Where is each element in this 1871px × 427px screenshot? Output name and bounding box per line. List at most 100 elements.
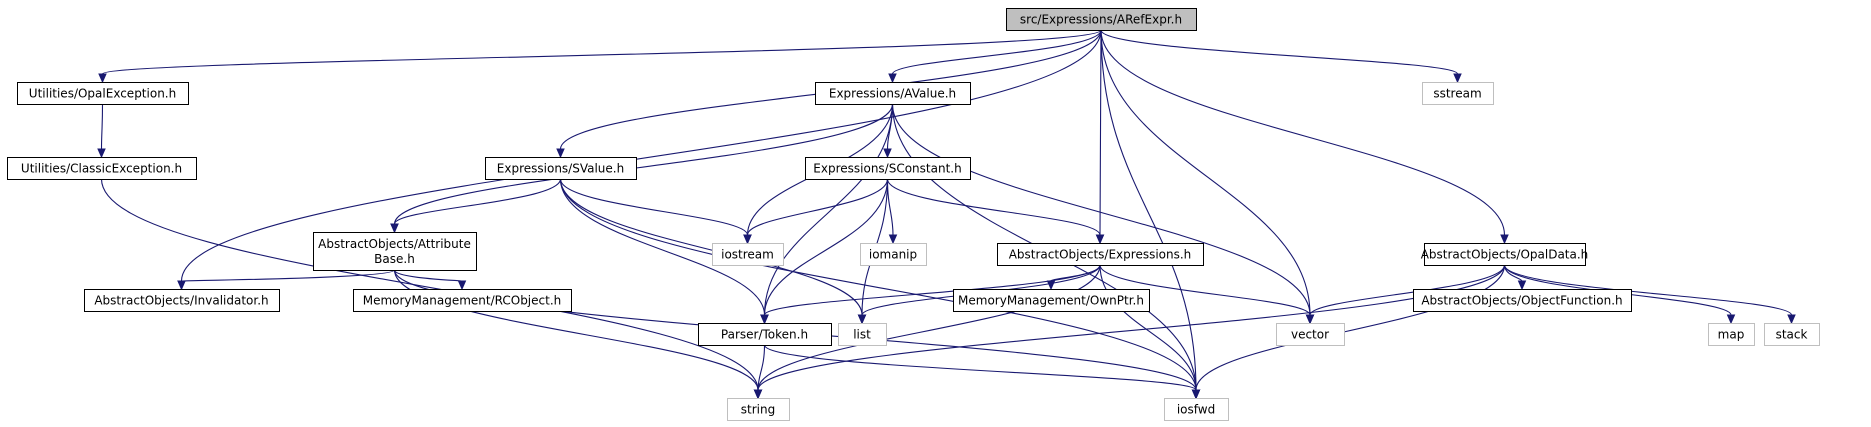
edge-opaldata-to-iosfwd <box>1191 264 1506 400</box>
edge-expressions-to-ownptr <box>1046 264 1101 291</box>
edge-arrowhead <box>1517 280 1527 291</box>
node-objfunc[interactable]: AbstractObjects/ObjectFunction.h <box>1413 289 1632 312</box>
edge-sconstant-to-expressions <box>886 178 1105 245</box>
node-root[interactable]: src/Expressions/ARefExpr.h <box>1006 8 1197 31</box>
node-invalidator[interactable]: AbstractObjects/Invalidator.h <box>84 289 280 312</box>
edge-arrowhead <box>883 148 892 159</box>
edge-token-to-iosfwd <box>763 344 1201 400</box>
edge-line <box>763 344 1197 391</box>
edge-svalue-to-attrbase <box>390 178 562 234</box>
edge-line <box>100 103 104 150</box>
node-list: list <box>838 323 887 346</box>
node-box <box>712 243 784 266</box>
node-expressions[interactable]: AbstractObjects/Expressions.h <box>997 243 1204 266</box>
edge-svalue-to-iosfwd <box>559 178 1201 400</box>
edge-line <box>559 178 1197 391</box>
node-label: AbstractObjects/ObjectFunction.h <box>1421 294 1622 308</box>
edge-line <box>101 29 1102 75</box>
edge-line <box>100 178 759 391</box>
edge-arrowhead <box>177 280 186 291</box>
edge-line <box>1099 264 1311 316</box>
node-iomanip: iomanip <box>860 243 927 266</box>
node-box <box>953 289 1150 312</box>
edge-line <box>757 264 1101 391</box>
node-sconstant[interactable]: Expressions/SConstant.h <box>805 157 971 180</box>
edge-opaldata-to-string <box>753 264 1506 400</box>
node-box <box>1424 243 1586 266</box>
node-ownptr[interactable]: MemoryManagement/OwnPtr.h <box>953 289 1150 312</box>
node-box <box>17 82 189 105</box>
node-label: AbstractObjects/Attribute <box>318 237 471 251</box>
node-opaldata[interactable]: AbstractObjects/OpalData.h <box>1421 243 1589 266</box>
node-box <box>1708 323 1755 346</box>
node-label: iosfwd <box>1177 403 1215 417</box>
node-avalue[interactable]: Expressions/AValue.h <box>815 82 971 105</box>
node-sstream: sstream <box>1422 82 1494 105</box>
edge-sconstant-to-iomanip <box>886 178 898 245</box>
edge-line <box>886 178 894 236</box>
edge-arrowhead <box>743 234 752 245</box>
node-box <box>838 323 887 346</box>
edge-arrowhead <box>390 223 399 234</box>
node-box <box>1164 398 1229 421</box>
edge-arrowhead <box>1726 314 1736 325</box>
node-iostream: iostream <box>712 243 784 266</box>
node-map: map <box>1708 323 1755 346</box>
edge-line <box>393 103 894 225</box>
edge-line <box>1099 264 1197 391</box>
edge-arrowhead <box>1191 389 1201 400</box>
node-label: AbstractObjects/Expressions.h <box>1009 248 1192 262</box>
edge-line <box>1100 29 1311 316</box>
node-label: iomanip <box>869 248 917 262</box>
node-token[interactable]: Parser/Token.h <box>698 323 832 346</box>
edge-line <box>1309 264 1506 316</box>
node-label: Utilities/ClassicException.h <box>21 162 182 176</box>
node-box <box>805 157 971 180</box>
node-box <box>353 289 572 312</box>
node-vector: vector <box>1276 323 1345 346</box>
node-label: map <box>1718 328 1745 342</box>
node-box <box>7 157 197 180</box>
edge-opaldata-to-vector <box>1305 264 1506 325</box>
node-box <box>1006 8 1197 31</box>
node-classicexc[interactable]: Utilities/ClassicException.h <box>7 157 197 180</box>
edge-line <box>891 103 1311 316</box>
edge-root-to-sstream <box>1100 29 1462 84</box>
edge-line <box>1100 29 1459 75</box>
edge-opaldata-to-stack <box>1503 264 1796 325</box>
edge-line <box>1195 264 1506 391</box>
nodes-layer: src/Expressions/ARefExpr.hUtilities/Opal… <box>7 8 1820 421</box>
edge-line <box>746 178 889 236</box>
edges-layer <box>97 29 1796 400</box>
node-rcobject[interactable]: MemoryManagement/RCObject.h <box>353 289 572 312</box>
node-label: Expressions/AValue.h <box>829 87 956 101</box>
node-svalue[interactable]: Expressions/SValue.h <box>485 157 637 180</box>
edge-line <box>757 344 766 391</box>
edge-arrowhead <box>1787 314 1796 325</box>
node-label: string <box>741 403 775 417</box>
node-opalexc[interactable]: Utilities/OpalException.h <box>17 82 189 105</box>
edge-line <box>1100 29 1197 391</box>
node-label: Expressions/SValue.h <box>497 162 624 176</box>
edge-line <box>757 264 1506 391</box>
edge-root-to-avalue <box>888 29 1102 84</box>
node-label: src/Expressions/ARefExpr.h <box>1020 13 1182 27</box>
node-box <box>1413 289 1632 312</box>
edge-line <box>763 103 894 316</box>
node-label: AbstractObjects/OpalData.h <box>1421 248 1589 262</box>
edge-line <box>763 178 889 316</box>
node-box <box>815 82 971 105</box>
edge-arrowhead <box>1095 234 1105 245</box>
edge-arrowhead <box>888 234 898 245</box>
edge-line <box>1050 264 1101 282</box>
edge-attrbase-to-invalidator <box>177 269 396 291</box>
edge-line <box>1503 264 1793 316</box>
edge-attrbase-to-rcobject <box>393 269 467 291</box>
node-box <box>860 243 927 266</box>
edge-root-to-iosfwd <box>1100 29 1201 400</box>
node-label: Expressions/SConstant.h <box>813 162 961 176</box>
node-box <box>997 243 1204 266</box>
edge-line <box>886 178 1101 236</box>
